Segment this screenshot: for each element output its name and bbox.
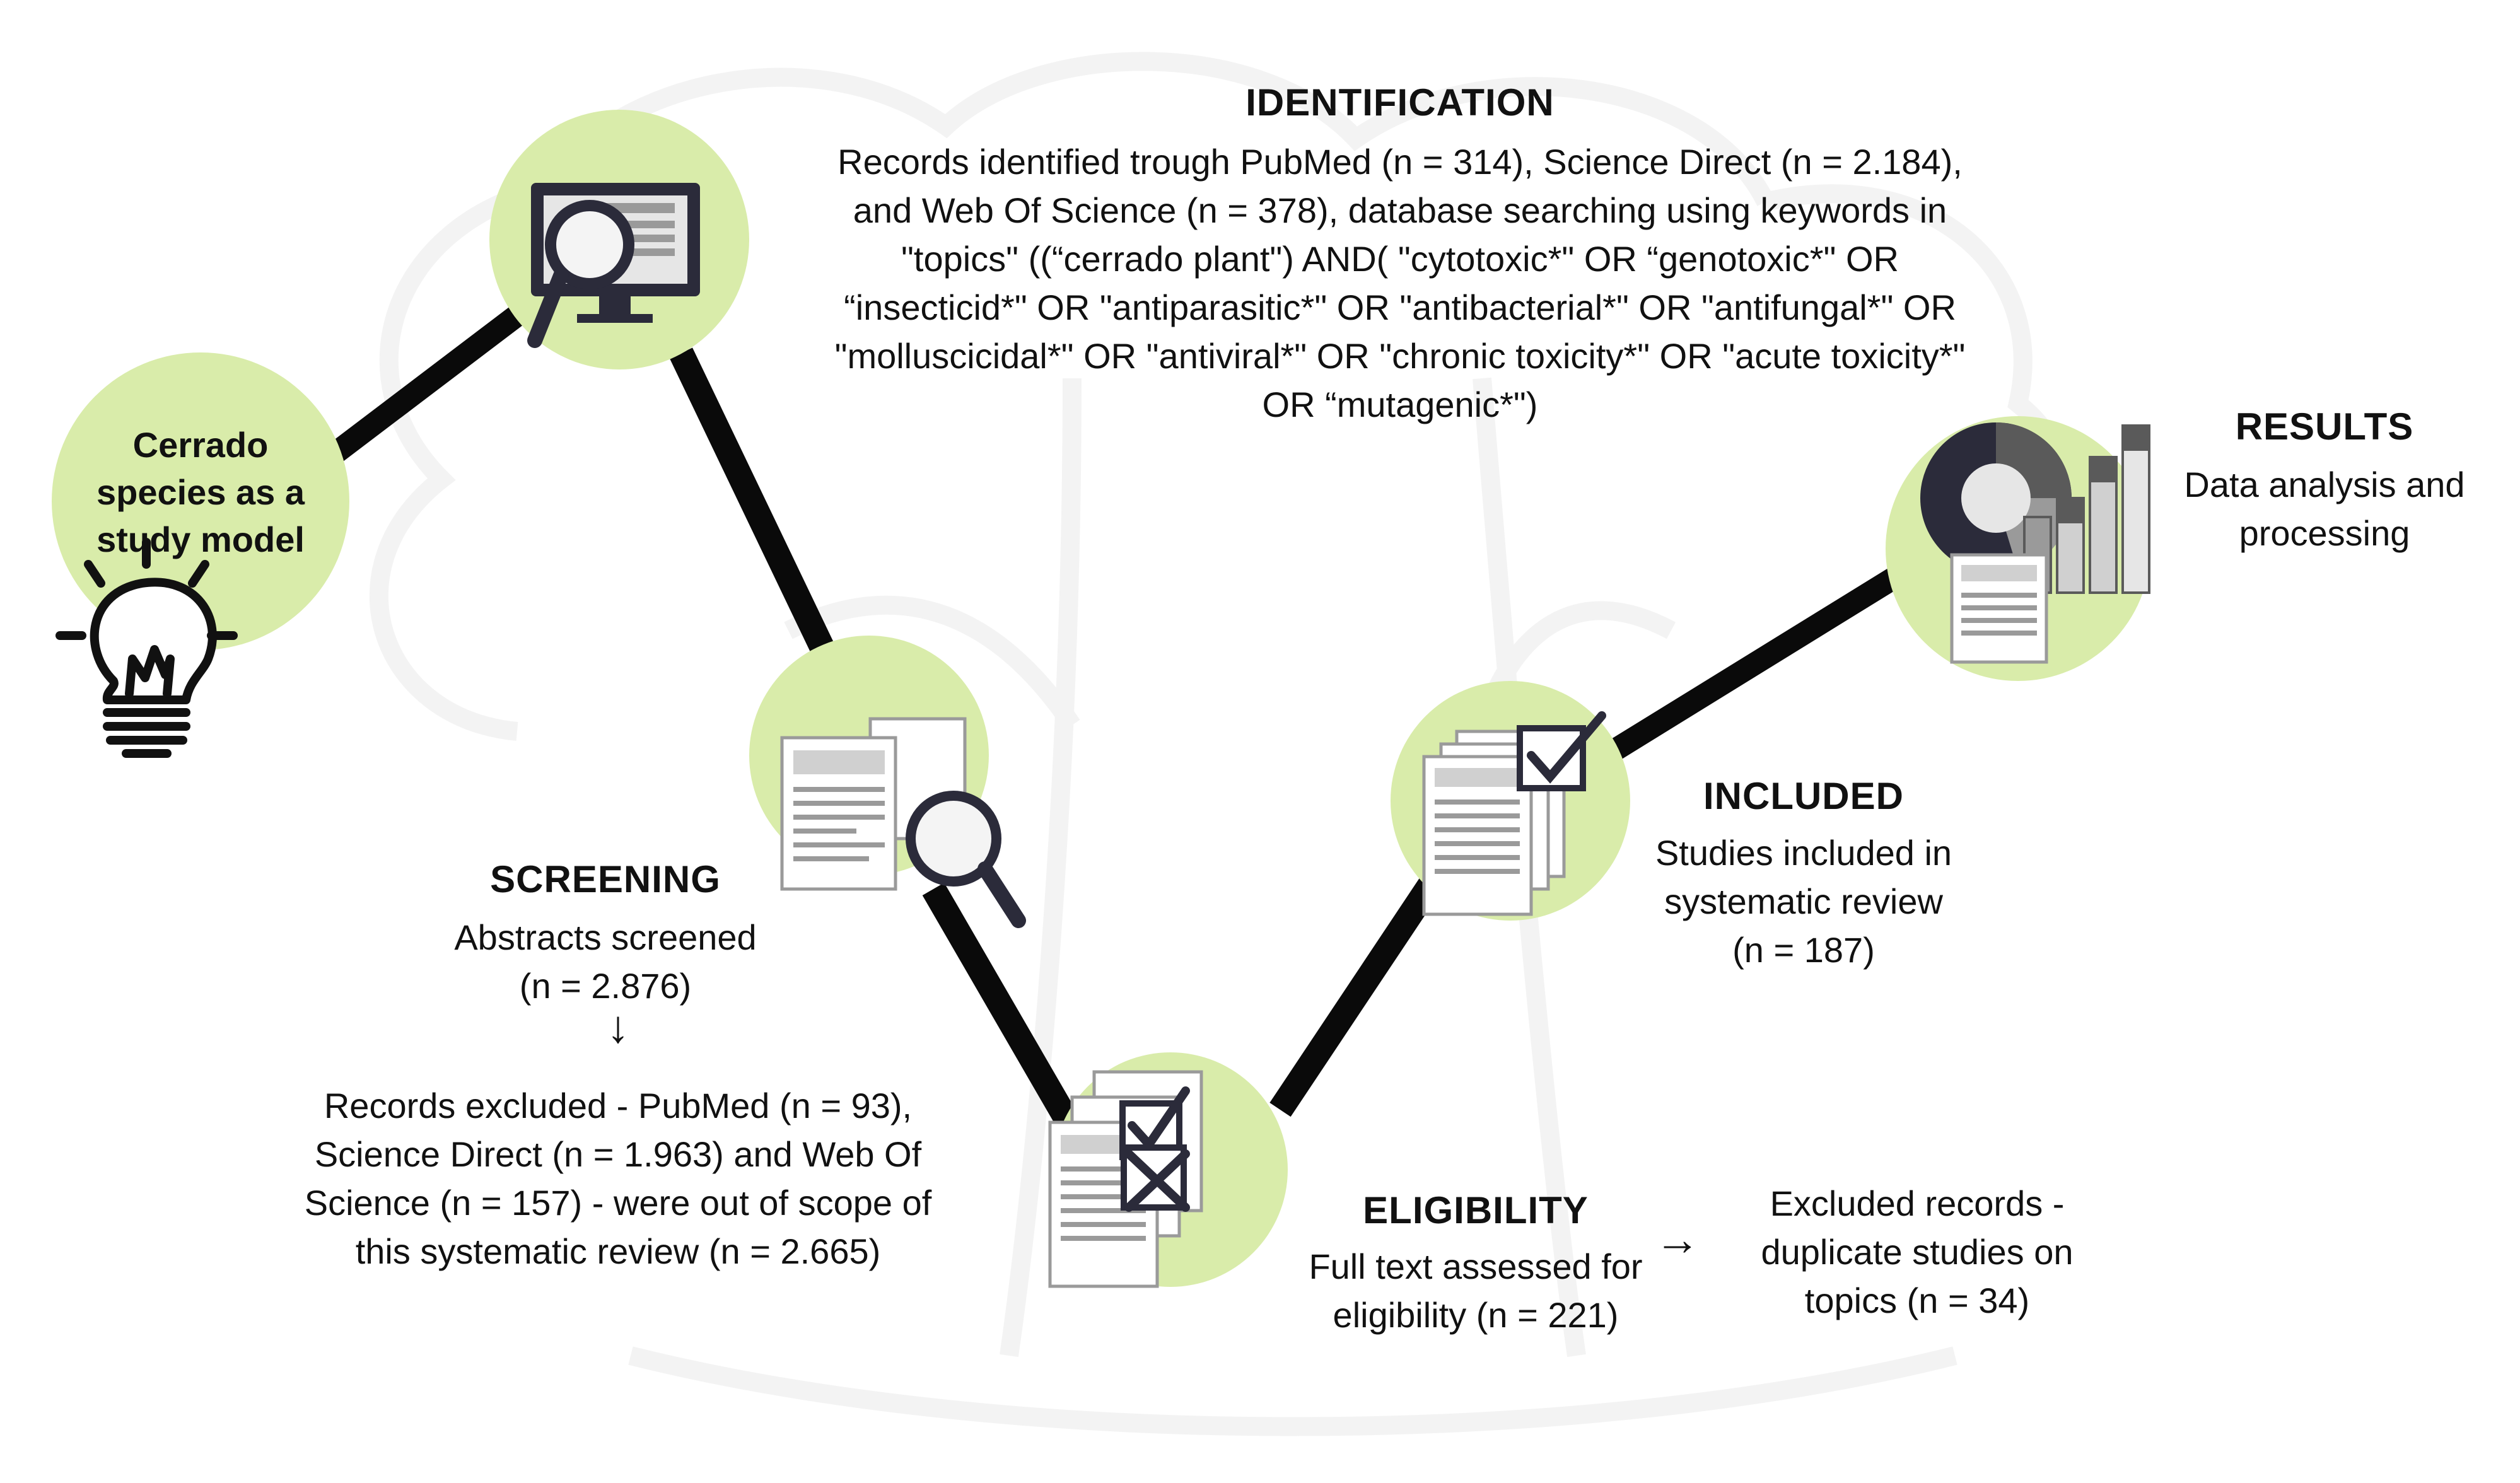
identification-line-5: "molluscicidal*" OR "antiviral*" OR "chr… bbox=[834, 336, 1966, 376]
eligibility-line-2: eligibility (n = 221) bbox=[1333, 1295, 1619, 1335]
included-text: Studies included in systematic review (n… bbox=[1589, 829, 2018, 974]
screening-text: Abstracts screened (n = 2.876) bbox=[353, 913, 858, 1010]
included-line-3: (n = 187) bbox=[1732, 930, 1875, 970]
identification-line-4: “insecticid*" OR "antiparasitic*" OR "an… bbox=[844, 288, 1956, 327]
documents-magnifier-icon bbox=[780, 717, 1026, 928]
screening-line-2: (n = 2.876) bbox=[519, 966, 692, 1006]
screening-excluded-line-2: Science Direct (n = 1.963) and Web Of bbox=[314, 1134, 922, 1174]
monitor-magnifier-icon bbox=[527, 183, 700, 348]
identification-line-6: OR “mutagenic*") bbox=[1262, 385, 1538, 424]
charts-report-icon bbox=[1920, 422, 2150, 664]
identification-text: Records identified trough PubMed (n = 31… bbox=[694, 137, 2106, 429]
identification-heading: IDENTIFICATION bbox=[1245, 81, 1555, 124]
tree-watermark bbox=[369, 52, 2084, 1436]
screening-line-1: Abstracts screened bbox=[454, 917, 757, 957]
eligibility-heading: ELIGIBILITY bbox=[1363, 1189, 1589, 1231]
screening-excluded-text: Records excluded - PubMed (n = 93), Scie… bbox=[227, 1081, 1009, 1276]
results-line-1: Data analysis and bbox=[2184, 465, 2465, 504]
screening-excluded-line-1: Records excluded - PubMed (n = 93), bbox=[324, 1086, 913, 1125]
screening-heading: SCREENING bbox=[490, 858, 721, 900]
screening-down-arrow: ↓ bbox=[607, 1002, 629, 1052]
screening-excluded-line-3: Science (n = 157) - were out of scope of bbox=[304, 1183, 932, 1223]
eligibility-excluded-text: Excluded records - duplicate studies on … bbox=[1690, 1179, 2144, 1325]
start-circle bbox=[52, 352, 349, 650]
start-label: Cerrado species as a study model bbox=[96, 425, 305, 559]
identification-line-2: and Web Of Science (n = 378), database s… bbox=[853, 190, 1947, 230]
documents-check-cross-icon bbox=[1048, 1070, 1203, 1288]
results-heading: RESULTS bbox=[2235, 405, 2414, 448]
identification-line-3: "topics" ((“cerrado plant") AND( "cytoto… bbox=[901, 239, 1899, 279]
included-line-1: Studies included in bbox=[1655, 833, 1952, 873]
screening-excluded-line-4: this systematic review (n = 2.665) bbox=[355, 1231, 881, 1271]
eligibility-line-1: Full text assessed for bbox=[1309, 1247, 1643, 1286]
lightbulb-icon bbox=[55, 538, 238, 758]
eligibility-right-arrow: → bbox=[1655, 1214, 1700, 1265]
results-line-2: processing bbox=[2239, 513, 2410, 553]
identification-line-1: Records identified trough PubMed (n = 31… bbox=[837, 142, 1963, 182]
eligibility-excluded-line-3: topics (n = 34) bbox=[1804, 1281, 2030, 1320]
documents-checkmark-icon bbox=[1422, 711, 1606, 916]
eligibility-text: Full text assessed for eligibility (n = … bbox=[1236, 1242, 1715, 1339]
process-path bbox=[327, 306, 1917, 1136]
included-line-2: systematic review bbox=[1664, 881, 1943, 921]
results-text: Data analysis and processing bbox=[2135, 460, 2514, 557]
eligibility-excluded-line-1: Excluded records - bbox=[1770, 1183, 2065, 1223]
included-heading: INCLUDED bbox=[1703, 775, 1904, 817]
eligibility-excluded-line-2: duplicate studies on bbox=[1761, 1232, 2074, 1272]
